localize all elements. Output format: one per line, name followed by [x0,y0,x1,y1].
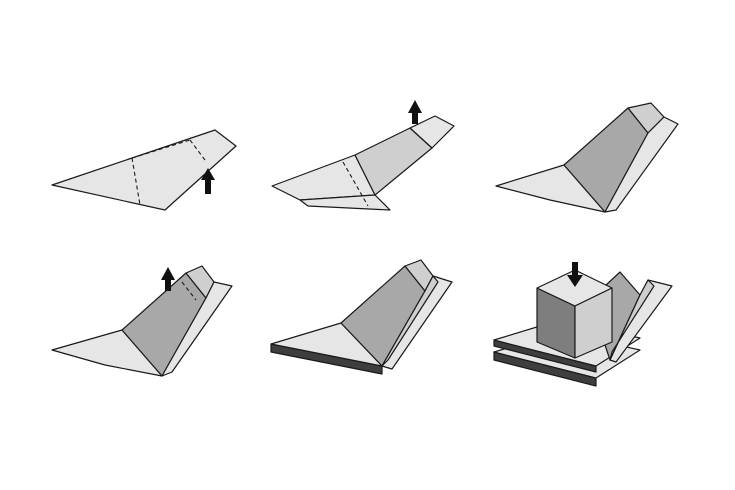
step-5-flap-inner [381,275,439,367]
step-2-sheet-right [409,115,455,149]
step-3-flap [604,116,679,213]
step-1 [51,129,237,211]
step-6-down-arrow-icon [567,262,583,287]
step-6 [493,262,673,387]
step-4 [51,265,233,377]
step-3 [495,102,679,213]
step-2-sheet-bottom [299,194,391,211]
step-4-fold-line [181,281,197,301]
step-6-cube-side [574,287,613,359]
step-6-flap-inner [609,279,655,361]
step-1-fold-line-a [131,157,141,206]
step-2-fold-line-a [342,161,369,207]
step-1-sheet [51,129,237,211]
step-1-fold-line-c [131,139,191,159]
step-1-up-arrow-icon [201,168,215,194]
step-5 [270,259,453,375]
step-2-fold-line-b [409,127,433,149]
step-2 [271,100,455,211]
step-4-flap [161,281,233,377]
step-2-up-arrow-icon [408,100,422,124]
step-4-up-arrow-icon [161,267,175,291]
